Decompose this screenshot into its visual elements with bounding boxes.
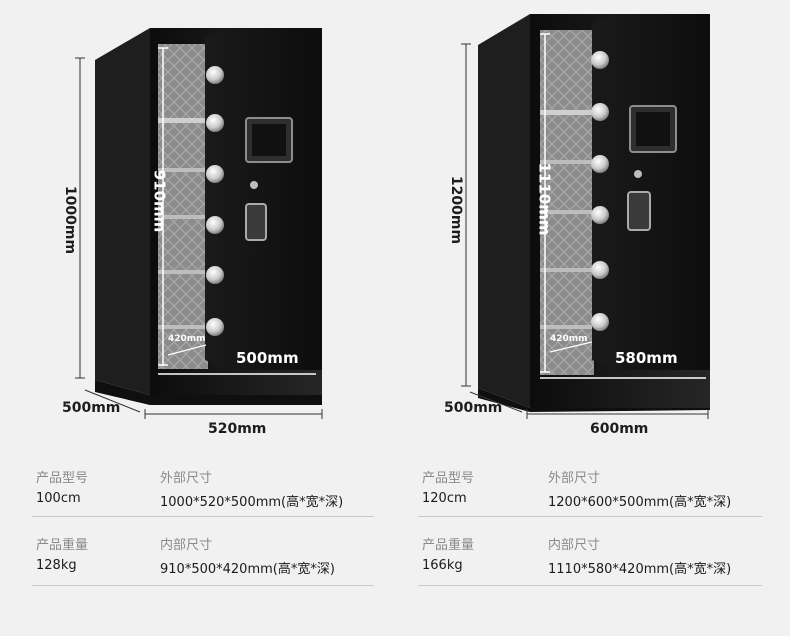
safes-drawing xyxy=(75,14,710,419)
weight-label: 产品重量 xyxy=(36,538,89,553)
inner-height-label: 1110mm xyxy=(535,162,554,236)
outer-size-label: 外部尺寸 xyxy=(548,471,601,486)
safe-120cm xyxy=(461,14,710,419)
outer-height-label: 1200mm xyxy=(448,175,465,245)
model-label: 产品型号 xyxy=(422,471,475,486)
outer-size-value: 1000*520*500mm(高*宽*深) xyxy=(160,495,344,510)
row-divider xyxy=(32,585,374,586)
outer-size-value: 1200*600*500mm(高*宽*深) xyxy=(548,495,732,510)
inner-width-label: 580mm xyxy=(615,349,678,367)
outer-size-label: 外部尺寸 xyxy=(160,471,213,486)
model-value: 120cm xyxy=(422,491,467,506)
inner-size-value: 910*500*420mm(高*宽*深) xyxy=(160,562,335,577)
inner-width-label: 500mm xyxy=(236,349,299,367)
inner-depth-label: 420mm xyxy=(550,334,588,344)
outer-width-label: 520mm xyxy=(208,421,267,437)
weight-value: 128kg xyxy=(36,558,77,573)
model-label: 产品型号 xyxy=(36,471,89,486)
outer-depth-label: 500mm xyxy=(444,400,503,416)
row-divider xyxy=(32,516,374,517)
outer-depth-label: 500mm xyxy=(62,400,121,416)
row-divider xyxy=(418,585,762,586)
weight-label: 产品重量 xyxy=(422,538,475,553)
inner-size-label: 内部尺寸 xyxy=(548,538,601,553)
safe-100cm xyxy=(75,28,323,419)
model-value: 100cm xyxy=(36,491,81,506)
inner-size-value: 1110*580*420mm(高*宽*深) xyxy=(548,562,732,577)
spec-table: 产品型号 外部尺寸 100cm 1000*520*500mm(高*宽*深) 产品… xyxy=(0,445,790,636)
inner-height-label: 910mm xyxy=(150,169,169,233)
weight-value: 166kg xyxy=(422,558,463,573)
inner-depth-label: 420mm xyxy=(168,334,206,344)
outer-height-label: 1000mm xyxy=(62,185,79,255)
row-divider xyxy=(418,516,762,517)
inner-size-label: 内部尺寸 xyxy=(160,538,213,553)
product-illustration: 1000mm 910mm 500mm 420mm 500mm 520mm 120… xyxy=(62,14,710,437)
outer-width-label: 600mm xyxy=(590,421,649,437)
